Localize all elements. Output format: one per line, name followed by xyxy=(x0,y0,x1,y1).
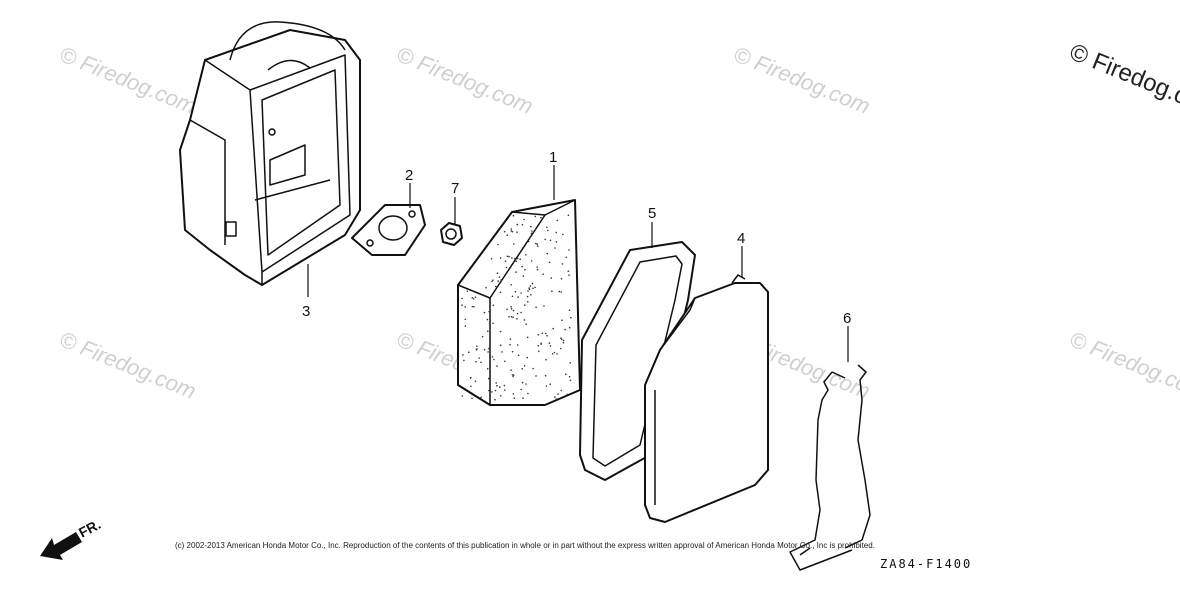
retaining-clip xyxy=(789,364,871,571)
watermark: © Firedog.com xyxy=(56,41,199,118)
watermark: © Firedog.com xyxy=(56,326,199,403)
watermark: © Firedog.com xyxy=(730,41,873,118)
callout-5: 5 xyxy=(648,205,656,222)
diagram-code: ZA84-F1400 xyxy=(880,557,972,571)
callout-4: 4 xyxy=(737,230,745,247)
leader-lines xyxy=(307,165,849,362)
front-arrow-icon xyxy=(40,532,82,560)
breather-plate xyxy=(351,204,426,256)
callout-6: 6 xyxy=(843,310,851,327)
watermark: © Firedog.com xyxy=(1066,326,1180,403)
watermark-corner: © Firedog.c xyxy=(1066,39,1180,111)
callout-2: 2 xyxy=(405,167,413,184)
foam-filter-element xyxy=(457,199,581,406)
copyright-notice: (c) 2002-2013 American Honda Motor Co., … xyxy=(175,541,875,550)
front-direction-indicator: FR. xyxy=(40,516,103,560)
filter-gasket xyxy=(579,241,696,481)
callout-1: 1 xyxy=(549,149,557,166)
air-cleaner-cover xyxy=(644,274,769,523)
watermark: © Firedog.com xyxy=(393,41,536,118)
callout-7: 7 xyxy=(451,180,459,197)
callout-3: 3 xyxy=(302,303,310,320)
front-label: FR. xyxy=(76,516,103,541)
air-cleaner-case xyxy=(179,21,361,286)
foam-texture xyxy=(461,214,572,401)
nut xyxy=(440,222,463,246)
